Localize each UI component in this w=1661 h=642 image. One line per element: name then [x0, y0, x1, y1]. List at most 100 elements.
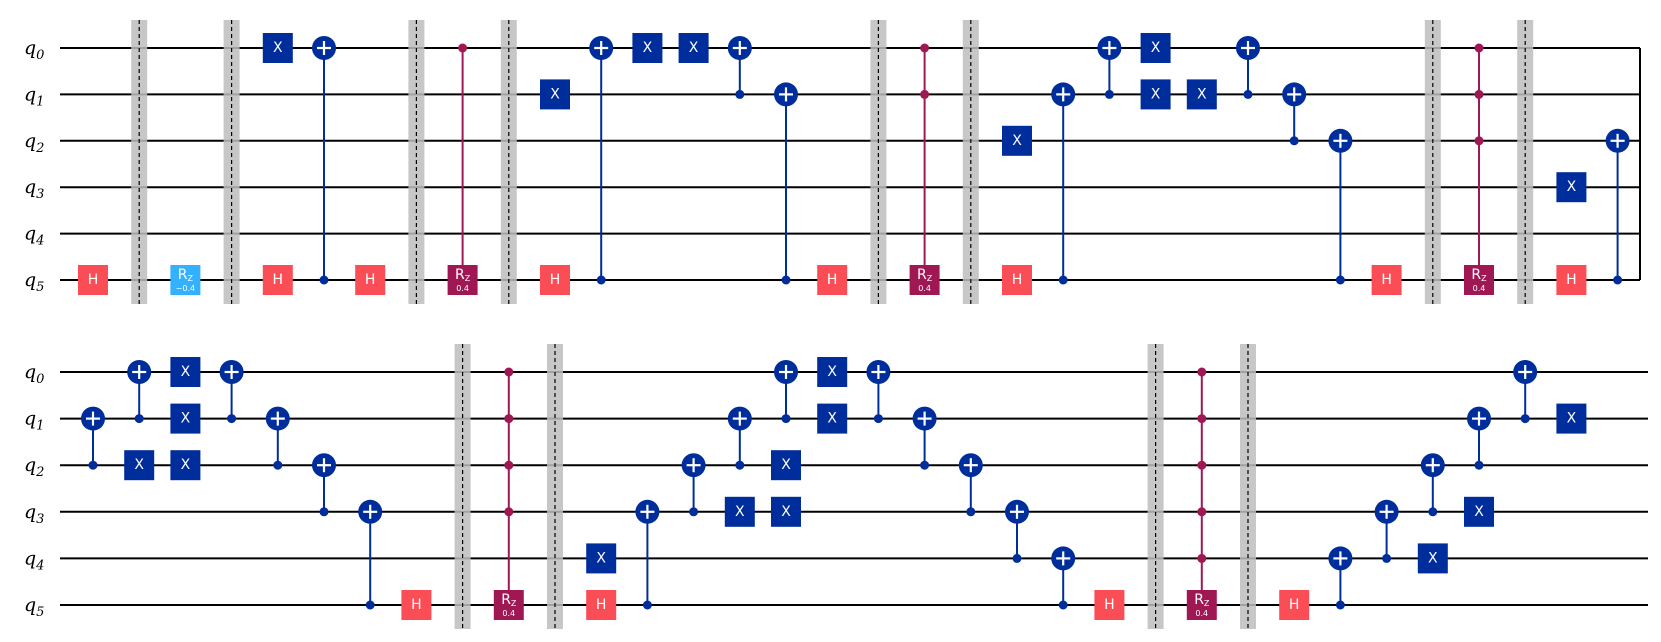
control-dot [920, 89, 930, 99]
cnot-control-dot [273, 460, 283, 470]
qubit-label-base: q [24, 223, 36, 245]
cnot-target [727, 406, 752, 431]
qubit-label-index: 5 [36, 280, 44, 295]
rz-label-sub: Z [1481, 274, 1487, 283]
qubit-label-base: q [24, 594, 36, 616]
gate-label: H [1012, 272, 1023, 288]
gate-box [401, 590, 432, 620]
controlled-rz-gate: RZ0.4 [447, 43, 478, 295]
cnot-control-dot [689, 507, 699, 517]
cnot-control-dot [735, 89, 745, 99]
cnot-control-dot [319, 507, 329, 517]
rz-parameter: 0.4 [1473, 284, 1486, 293]
cnot-gate [774, 82, 798, 285]
cnot-target [1328, 546, 1353, 571]
control-dot [1474, 43, 1484, 53]
cnot-control-dot [1012, 553, 1022, 563]
pauli-x-gate: X [124, 450, 155, 481]
control-dot [504, 367, 514, 377]
rz-label-base: R [178, 267, 188, 283]
control-dot [1197, 553, 1207, 563]
cnot-gate [127, 360, 152, 424]
gate-label: X [735, 504, 745, 520]
qubit-label-3: q3 [24, 501, 44, 527]
cnot-control-dot [781, 414, 791, 424]
gate-label: H [1381, 272, 1392, 288]
cnot-control-dot [1520, 414, 1530, 424]
gate-label: X [781, 457, 791, 473]
pauli-x-gate: X [817, 357, 848, 387]
control-dot [1474, 89, 1484, 99]
gate-box [1186, 590, 1217, 620]
gate-box [1002, 265, 1032, 295]
cnot-gate [727, 36, 752, 99]
hadamard-gate: H [540, 265, 570, 295]
rz-label-base: R [455, 267, 465, 283]
pauli-x-gate: X [540, 79, 570, 110]
gate-box [771, 496, 801, 527]
qubit-label-base: q [24, 269, 36, 291]
rz-label-base: R [501, 592, 511, 608]
gate-label: RZ [917, 267, 933, 283]
hadamard-gate: H [355, 265, 386, 295]
cnot-control-dot [966, 507, 976, 517]
gate-box [355, 265, 386, 295]
gate-box [1279, 590, 1310, 620]
gate-label: H [365, 272, 376, 288]
control-dot [1197, 414, 1207, 424]
hadamard-gate: H [1094, 590, 1125, 620]
qubit-label-0: q0 [24, 37, 44, 63]
cnot-control-dot [365, 600, 375, 610]
cnot-control-dot [1289, 136, 1299, 146]
gate-label: RZ [455, 267, 471, 283]
qubit-label-index: 1 [36, 94, 44, 109]
cnot-control-dot [642, 600, 652, 610]
gate-label: X [1197, 86, 1207, 102]
qubit-label-index: 1 [36, 419, 44, 434]
qubit-label-0: q0 [24, 361, 44, 387]
cnot-control-dot [319, 275, 329, 285]
cnot-target [681, 453, 706, 478]
cnot-gate [1005, 499, 1029, 563]
cnot-gate [265, 406, 290, 470]
gate-label: H [1566, 272, 1577, 288]
cnot-target [1420, 453, 1445, 478]
cnot-target [1467, 406, 1491, 431]
controlled-rz-gate: RZ0.4 [1186, 367, 1217, 620]
pauli-x-gate: X [1417, 543, 1448, 574]
gate-label: X [781, 504, 791, 520]
qubit-label-1: q1 [24, 408, 44, 434]
gate-label: H [1104, 597, 1115, 613]
gate-box [262, 33, 293, 63]
cnot-control-dot [1428, 507, 1438, 517]
rz-parameter: 0.4 [918, 284, 931, 293]
cnot-target [265, 406, 290, 431]
gate-label: RZ [1194, 592, 1210, 608]
gate-box [540, 79, 570, 110]
control-dot [1197, 507, 1207, 517]
rz-gate: RZ−0.4 [170, 265, 201, 295]
gate-label: H [411, 597, 422, 613]
rz-parameter: 0.4 [502, 609, 515, 618]
pauli-x-gate: X [817, 403, 848, 434]
gate-label: X [181, 411, 191, 427]
cnot-target [1097, 36, 1122, 60]
gate-box [724, 496, 755, 527]
qubit-label-base: q [24, 83, 36, 105]
gate-box [540, 265, 570, 295]
cnot-gate [81, 406, 105, 470]
gate-box [771, 450, 801, 481]
hadamard-gate: H [262, 265, 293, 295]
cnot-control-dot [134, 414, 144, 424]
gate-box [1094, 590, 1125, 620]
gate-label: X [643, 40, 653, 56]
gate-box [78, 265, 108, 295]
controlled-rz-gate: RZ0.4 [493, 367, 524, 620]
cnot-gate [589, 36, 614, 285]
cnot-gate [1328, 546, 1353, 610]
cnot-control-dot [1613, 275, 1623, 285]
qubit-label-4: q4 [24, 547, 44, 573]
cnot-control-dot [227, 414, 237, 424]
gate-box [678, 33, 709, 63]
cnot-gate [1328, 128, 1353, 285]
